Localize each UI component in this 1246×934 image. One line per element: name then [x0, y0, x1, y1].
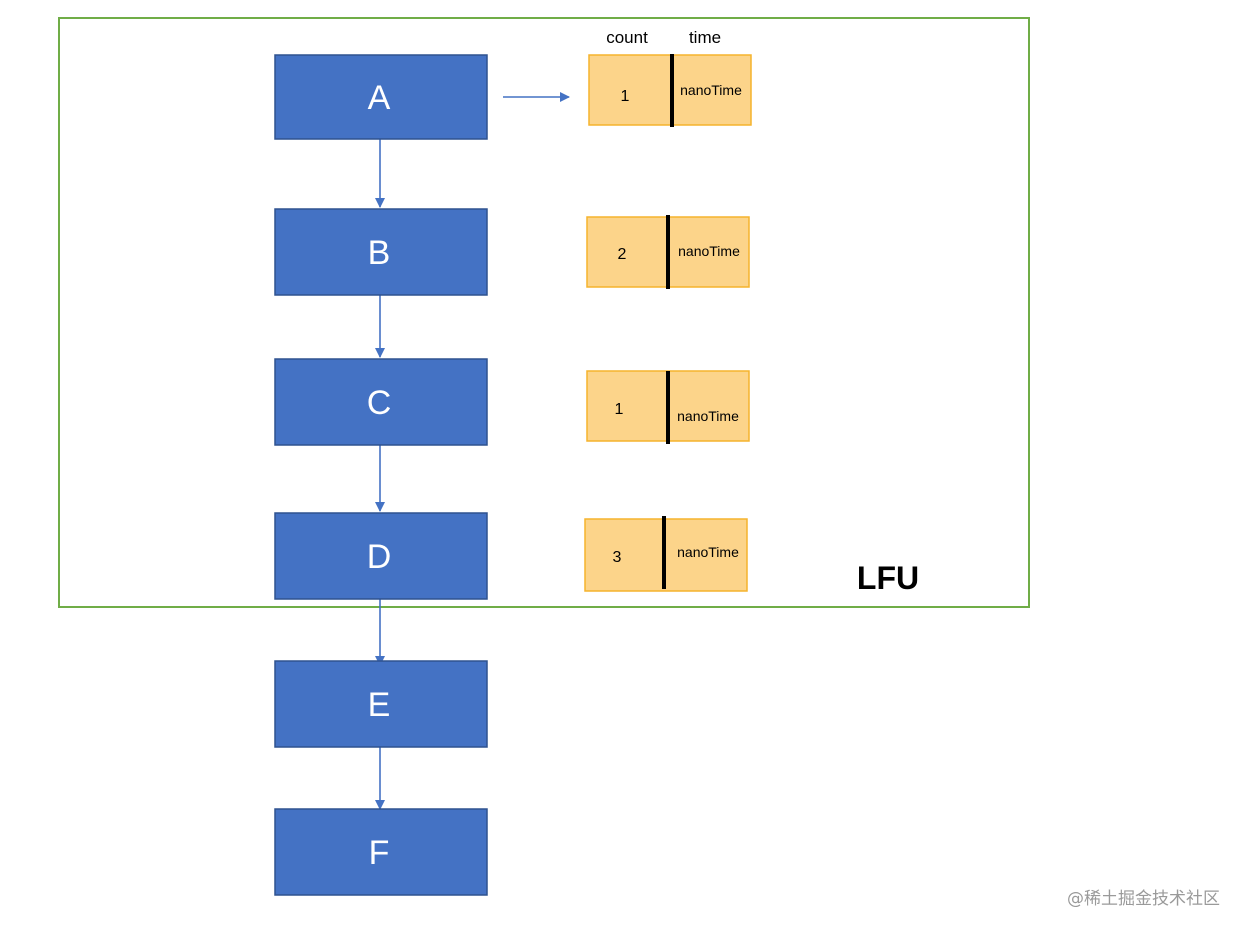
record-b: 2 nanoTime [586, 215, 750, 289]
record-a-time: nanoTime [680, 82, 742, 98]
record-a: 1 nanoTime [588, 54, 752, 127]
record-d: 3 nanoTime [584, 516, 748, 592]
count-header: count [606, 28, 648, 47]
record-b-count: 2 [618, 246, 627, 263]
node-e: E [274, 660, 488, 748]
record-d-time: nanoTime [677, 544, 739, 560]
record-c: 1 nanoTime [586, 370, 750, 444]
node-b: B [274, 208, 488, 296]
record-c-time: nanoTime [677, 408, 739, 424]
time-header: time [689, 28, 721, 47]
node-f: F [274, 808, 488, 896]
node-b-label: B [368, 234, 391, 272]
node-c-label: C [367, 384, 392, 422]
lfu-region-label: LFU [857, 560, 919, 596]
record-c-count: 1 [615, 401, 624, 418]
lfu-region-border [58, 17, 1030, 608]
node-d: D [274, 512, 488, 600]
record-a-count: 1 [621, 88, 630, 105]
record-b-time: nanoTime [678, 243, 740, 259]
node-f-label: F [369, 834, 390, 872]
node-c: C [274, 358, 488, 446]
watermark: @稀土掘金技术社区 [1067, 889, 1220, 909]
node-d-label: D [367, 538, 392, 576]
node-a: A [274, 54, 488, 140]
node-a-label: A [368, 79, 391, 117]
record-d-count: 3 [613, 549, 622, 566]
node-e-label: E [368, 686, 391, 724]
